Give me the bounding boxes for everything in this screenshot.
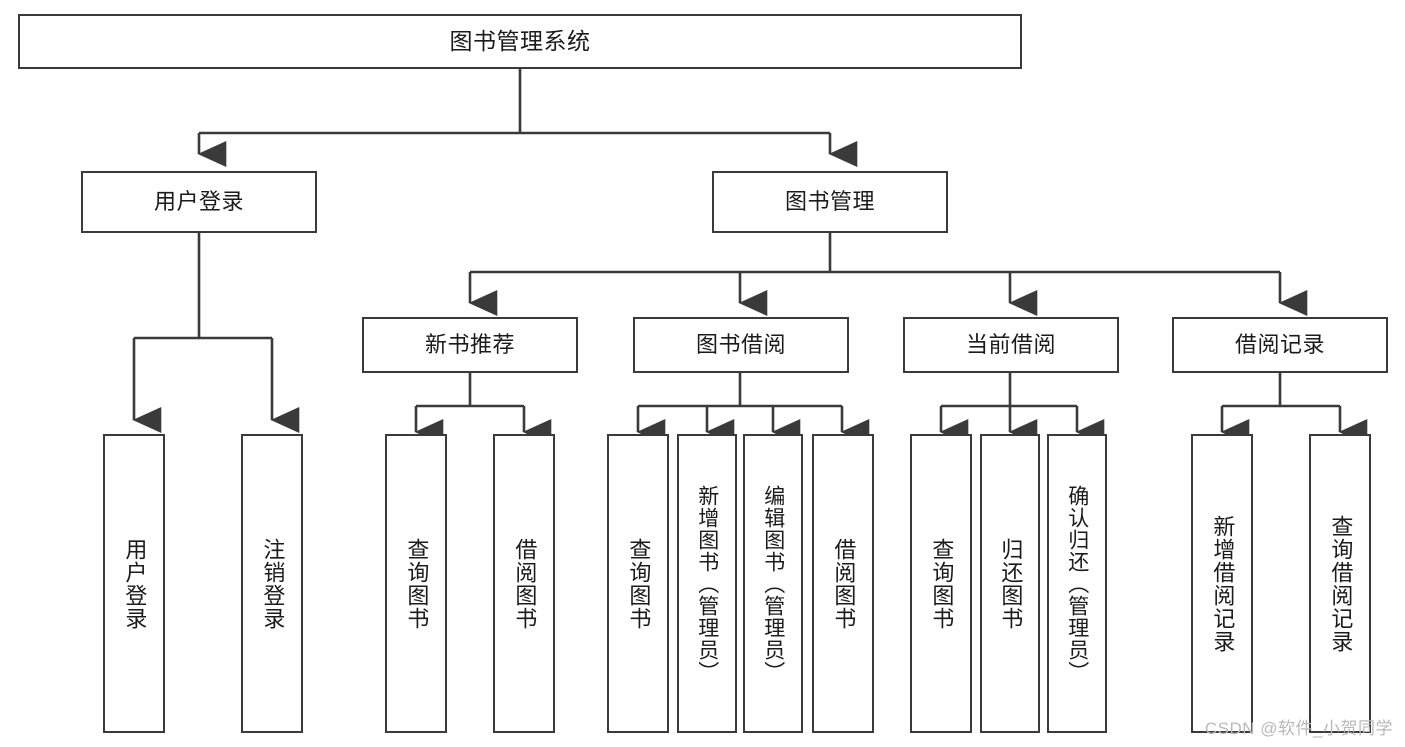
node-label: 用户登录: [153, 189, 244, 215]
leaf-current-return-book[interactable]: 归还图书: [980, 434, 1040, 733]
leaf-user-login-login[interactable]: 用户登录: [103, 434, 165, 733]
node-book-borrow[interactable]: 图书借阅: [633, 317, 849, 373]
leaf-current-confirm-return-admin[interactable]: 确认归还（管理员）: [1047, 434, 1107, 733]
node-label: 当前借阅: [965, 332, 1056, 358]
leaf-borrow-edit-book-admin[interactable]: 编辑图书（管理员）: [743, 434, 803, 733]
node-label: 借阅图书: [512, 537, 538, 630]
node-label: 借阅记录: [1234, 332, 1325, 358]
node-label: 确认归还（管理员）: [1065, 484, 1089, 683]
node-label: 图书借阅: [695, 332, 786, 358]
node-label: 图书管理系统: [449, 28, 591, 55]
node-label: 新书推荐: [424, 332, 515, 358]
leaf-record-add-record[interactable]: 新增借阅记录: [1191, 434, 1253, 733]
node-label: 查询图书: [404, 537, 430, 630]
node-user-login[interactable]: 用户登录: [81, 171, 317, 233]
node-root-system[interactable]: 图书管理系统: [18, 14, 1022, 69]
leaf-recommend-query-book[interactable]: 查询图书: [385, 434, 447, 733]
node-label: 归还图书: [998, 537, 1024, 630]
node-borrow-record[interactable]: 借阅记录: [1172, 317, 1388, 373]
node-label: 用户登录: [122, 537, 148, 630]
leaf-borrow-borrow-book[interactable]: 借阅图书: [812, 434, 874, 733]
leaf-user-login-logout[interactable]: 注销登录: [241, 434, 303, 733]
node-label: 借阅图书: [831, 537, 857, 630]
watermark-text: CSDN @软件_小贺同学: [1204, 719, 1393, 738]
node-label: 编辑图书（管理员）: [761, 484, 785, 683]
leaf-borrow-add-book-admin[interactable]: 新增图书（管理员）: [677, 434, 737, 733]
node-label: 查询图书: [626, 537, 652, 630]
node-label: 新增借阅记录: [1210, 514, 1236, 653]
leaf-current-query-book[interactable]: 查询图书: [910, 434, 972, 733]
node-label: 查询图书: [929, 537, 955, 630]
leaf-record-query-record[interactable]: 查询借阅记录: [1309, 434, 1371, 733]
node-label: 新增图书（管理员）: [695, 484, 719, 683]
node-book-management[interactable]: 图书管理: [712, 171, 948, 233]
node-new-book-recommend[interactable]: 新书推荐: [362, 317, 578, 373]
leaf-borrow-query-book[interactable]: 查询图书: [607, 434, 669, 733]
node-label: 图书管理: [784, 189, 875, 215]
node-label: 注销登录: [260, 537, 286, 630]
node-label: 查询借阅记录: [1328, 514, 1354, 653]
leaf-recommend-borrow-book[interactable]: 借阅图书: [493, 434, 555, 733]
node-current-borrow[interactable]: 当前借阅: [903, 317, 1119, 373]
